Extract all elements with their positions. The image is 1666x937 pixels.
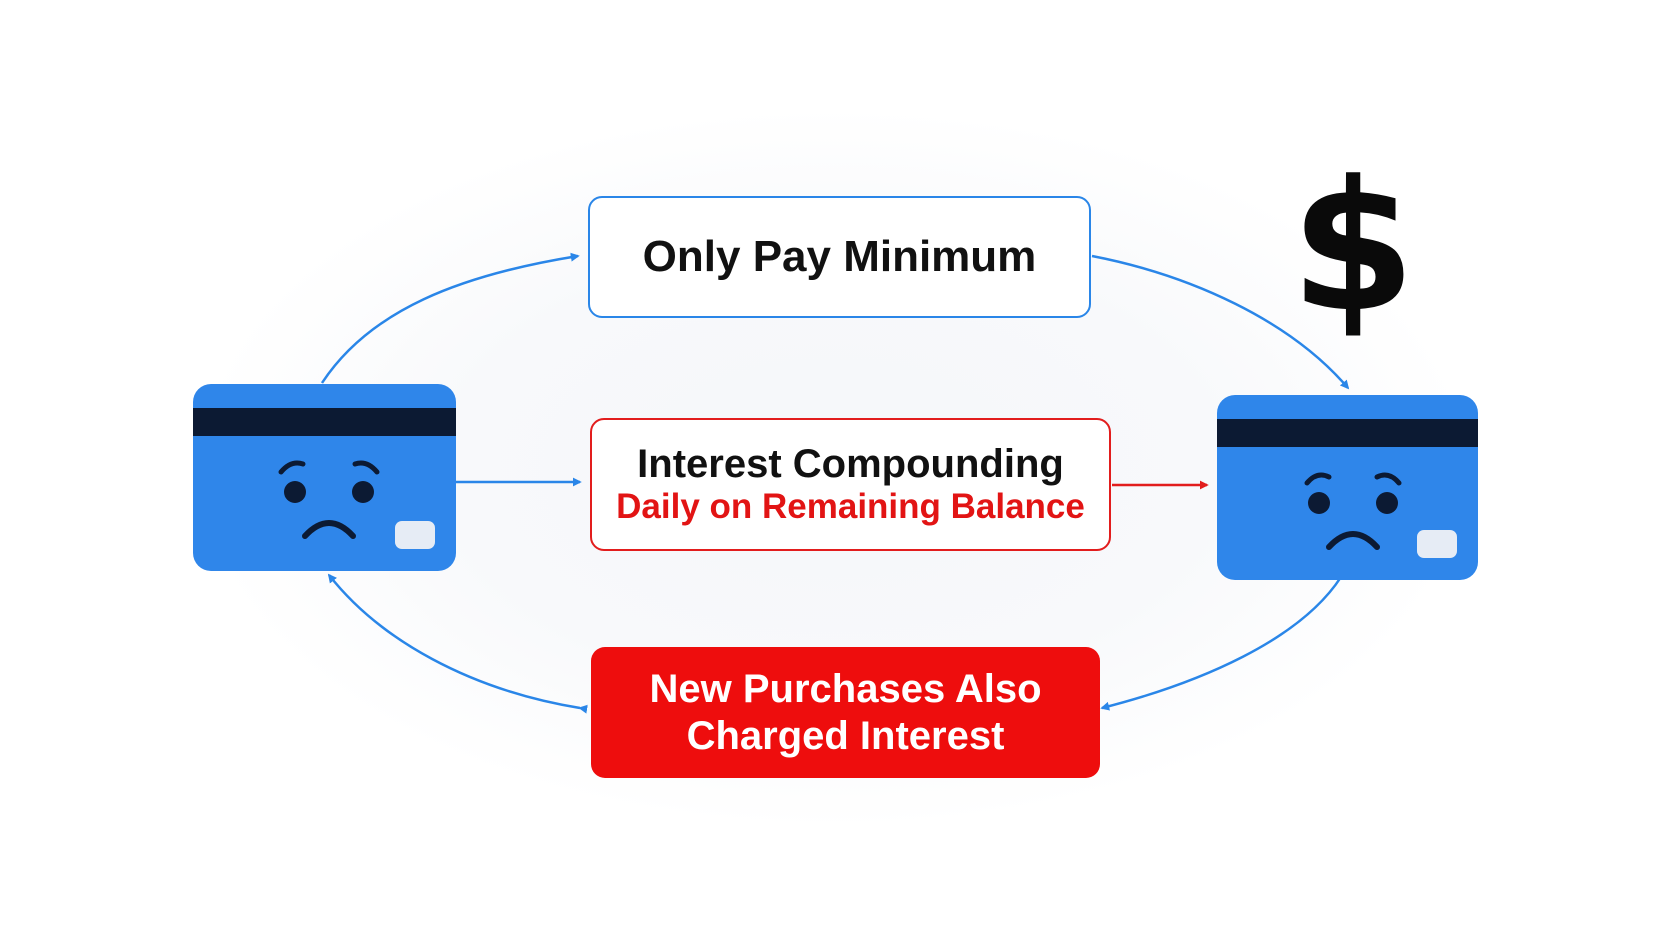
dollar-sign-icon: $ — [1290, 143, 1416, 352]
only-pay-minimum-label: Only Pay Minimum — [642, 232, 1037, 281]
sad-face-icon — [1304, 472, 1402, 550]
arrow-left-card-to-minimum — [320, 252, 580, 384]
card-chip — [395, 521, 435, 549]
arrow-minimum-to-right-card — [1091, 254, 1350, 390]
card-chip — [1417, 530, 1457, 558]
card-magnetic-stripe — [1217, 419, 1478, 447]
charged-interest-label: Charged Interest — [686, 713, 1005, 758]
sad-face-icon — [278, 460, 380, 539]
new-purchases-box: New Purchases Also Charged Interest — [591, 647, 1100, 778]
daily-remaining-balance-label: Daily on Remaining Balance — [616, 487, 1085, 527]
arrow-new-purchases-to-left-card — [327, 573, 588, 714]
only-pay-minimum-box: Only Pay Minimum — [588, 196, 1091, 318]
interest-compounding-label: Interest Compounding — [637, 442, 1064, 487]
sad-credit-card-icon — [193, 384, 456, 571]
card-magnetic-stripe — [193, 408, 456, 436]
interest-compounding-box: Interest Compounding Daily on Remaining … — [590, 418, 1111, 551]
new-purchases-label: New Purchases Also — [649, 666, 1042, 711]
arrow-right-card-to-new-purchases — [1100, 576, 1343, 711]
sad-credit-card-icon — [1217, 395, 1478, 580]
